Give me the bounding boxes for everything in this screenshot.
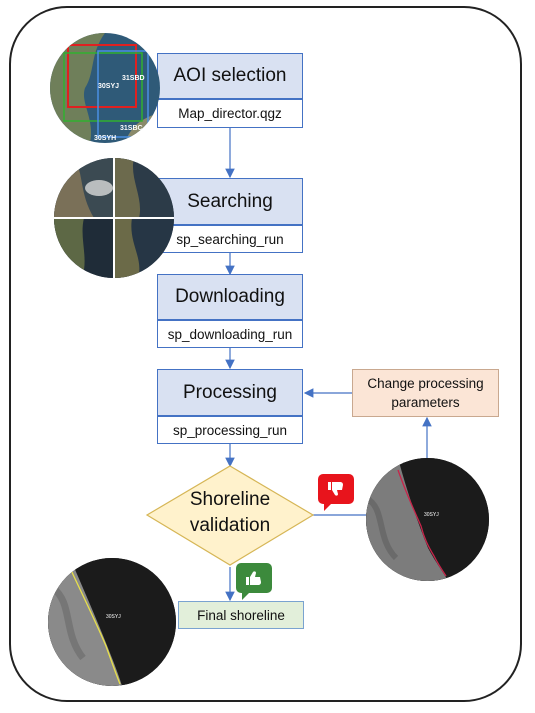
cmd-processing-label: sp_processing_run (172, 422, 288, 438)
validation-label-line2: validation (190, 515, 270, 536)
thumbs-up-icon (236, 563, 272, 600)
final-shoreline-box: Final shoreline (178, 601, 304, 629)
validation-diamond (145, 465, 315, 566)
validation-label-line1: Shoreline (190, 489, 270, 510)
cmd-processing: sp_processing_run (157, 416, 303, 444)
map-label-30syj: 30SYJ (98, 83, 119, 90)
cmd-downloading: sp_downloading_run (157, 320, 303, 348)
cmd-searching: sp_searching_run (157, 225, 303, 253)
searching-satellite-image (54, 158, 174, 278)
final-shoreline-label: Final shoreline (197, 607, 285, 623)
cmd-map-director: Map_director.qgz (157, 99, 303, 128)
thumbs-down-icon (318, 474, 354, 511)
final-tile-label: 30SYJ (106, 614, 121, 620)
stage-downloading-label: Downloading (175, 286, 285, 307)
change-label-line2: parameters (391, 395, 460, 410)
cmd-searching-label: sp_searching_run (176, 231, 284, 247)
change-label-line1: Change processing (367, 376, 484, 391)
validation-tile-label: 30SYJ (424, 512, 439, 518)
change-parameters-box: Change processing parameters (352, 369, 499, 417)
stage-downloading: Downloading (157, 274, 303, 320)
stage-searching-label: Searching (187, 190, 273, 212)
map-label-30syh: 30SYH (94, 135, 116, 142)
cmd-downloading-label: sp_downloading_run (167, 326, 293, 342)
map-label-31sbd: 31SBD (122, 75, 145, 82)
stage-aoi-label: AOI selection (173, 65, 287, 86)
stage-aoi-selection: AOI selection (157, 53, 303, 99)
stage-searching: Searching (157, 178, 303, 225)
validation-shoreline-image: 30SYJ (366, 458, 489, 581)
aoi-map-image: 30SYJ 31SBD 30SYH 31SBC (50, 33, 160, 143)
cmd-map-director-label: Map_director.qgz (178, 106, 282, 121)
stage-processing: Processing (157, 369, 303, 416)
final-shoreline-image: 30SYJ (48, 558, 176, 686)
map-label-31sbc: 31SBC (120, 125, 143, 132)
stage-processing-label: Processing (183, 381, 277, 403)
